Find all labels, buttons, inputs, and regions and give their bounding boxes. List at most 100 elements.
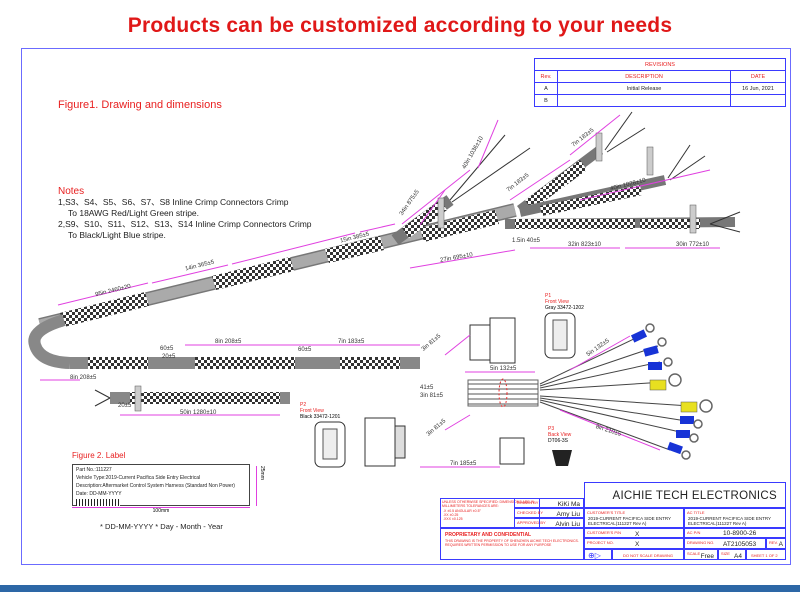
drawn-cell: DRAWN BY KiKi Ma xyxy=(514,498,584,508)
note-line: To 18AWG Red/Light Green stripe. xyxy=(68,208,200,218)
revision-row: B xyxy=(534,94,786,107)
notes-block: Notes 1,S3、S4、S5、S6、S7、S8 Inline Crimp C… xyxy=(58,186,312,241)
ring-terminal-fan xyxy=(539,323,713,460)
p1-desc: Gray 33472-1202 xyxy=(545,305,584,311)
note-line: 1,S3、S4、S5、S6、S7、S8 Inline Crimp Connect… xyxy=(58,197,289,207)
dim-label: 30in 772±10 xyxy=(676,242,709,248)
trunk-middle xyxy=(70,357,420,369)
date-format-note: * DD-MM-YYYY * Day - Month - Year xyxy=(100,522,223,531)
ac-pn-cell: AC P/N 10-8900-26 xyxy=(684,528,786,538)
figure2-title: Figure 2. Label xyxy=(72,451,126,460)
connector-p1-front xyxy=(544,312,576,359)
p3-view: Back View xyxy=(548,432,572,438)
drawing-no-cell: DRAWING NO. AT2105053 xyxy=(684,538,766,549)
proprietary-text: THIS DRAWING IS THE PROPERTY OF SHENZHEN… xyxy=(445,539,579,547)
ring-terminal-blue xyxy=(630,329,648,343)
tolerance-box: UNLESS OTHERWISE SPECIFIED: DIMENSIONS A… xyxy=(440,498,540,528)
p1-title: P1 xyxy=(545,293,552,299)
p1-label: P1 Front View Gray 33472-1202 xyxy=(545,293,584,311)
customer-title-value: 2019-CURRENT PACIFICA SIDE ENTRY ELECTRI… xyxy=(588,516,671,526)
do-not-scale-cell: DO NOT SCALE DRAWING xyxy=(612,549,684,560)
label-vehicle: Vehicle Type:2019-Current Pacifica Side … xyxy=(76,475,201,481)
note-line: To Black/Light Blue stripe. xyxy=(68,230,166,240)
tolerance-line: .XXX ±0.125 xyxy=(443,517,463,521)
do-not-scale-text: DO NOT SCALE DRAWING xyxy=(623,553,674,558)
checked-cell: CHECKED BY Amy Liu xyxy=(514,508,584,518)
customer-title-label: CUSTOMER'S TITLE xyxy=(587,510,626,515)
branch-qc1-qc2 xyxy=(504,204,741,234)
ring-terminal-blue xyxy=(648,362,662,370)
rev-label: REV. xyxy=(769,540,778,545)
figure1-title: Figure1. Drawing and dimensions xyxy=(58,99,222,111)
ring-terminal-ring xyxy=(689,433,699,443)
footer-bar xyxy=(0,585,800,592)
project-label: PROJECT NO. xyxy=(587,540,614,545)
tolerance-line: .XX ±0.25 xyxy=(443,513,459,517)
project-cell: PROJECT NO. X xyxy=(584,538,684,549)
connector-p1-side xyxy=(469,317,516,364)
ring-terminal-yellow xyxy=(680,401,698,413)
label-sample: Part No.:111227 Vehicle Type:2019-Curren… xyxy=(72,464,250,506)
dim-label: 7in 183±5 xyxy=(338,339,365,345)
scale-label: SCALE xyxy=(687,551,701,556)
sheet-value: SHEET 1 OF 2 xyxy=(751,553,778,558)
p1-view: Front View xyxy=(545,299,569,305)
tolerance-line: .X ±0.5 ANGULAR ±0.5° xyxy=(443,509,481,513)
tolerance-title: UNLESS OTHERWISE SPECIFIED: DIMENSIONS A… xyxy=(442,500,535,508)
dim-label: 60±5 xyxy=(160,346,174,352)
trunk-lower xyxy=(94,385,290,412)
page-banner: Products can be customized according to … xyxy=(127,14,673,37)
ac-pn-value: 10-8900-26 xyxy=(723,530,757,537)
p3-label: P3 Back View DT06-3S xyxy=(548,426,571,444)
revisions-table: REVISIONS Rev. DESCRIPTION DATE A Initia… xyxy=(534,58,786,107)
customer-pn-cell: CUSTOMER'S P/N X xyxy=(584,528,684,538)
label-date: Date: DD-MM-YYYY xyxy=(76,491,122,497)
projection-symbol-icon: ⊕▷ xyxy=(588,551,601,560)
ring-terminal-ring xyxy=(663,357,673,367)
ring-terminal-blue xyxy=(643,345,659,357)
customer-pn-value: X xyxy=(635,531,640,538)
ring-terminal-ring xyxy=(668,373,682,387)
dim-label: 60±5 xyxy=(298,347,312,353)
project-value: X xyxy=(635,541,640,548)
ring-terminal-ring xyxy=(657,337,667,347)
ring-terminal-ring xyxy=(681,450,691,460)
drawing-no-label: DRAWING NO. xyxy=(687,540,715,545)
p2-view: Front View xyxy=(300,408,324,414)
connector-p2-front xyxy=(314,421,346,468)
ac-title-cell: AC TITLE 2019-CURRENT PACIFICA SIDE ENTR… xyxy=(684,508,786,528)
dim-label: 8in 208±5 xyxy=(70,375,97,381)
proprietary-box: PROPRIETARY AND CONFIDENTIAL THIS DRAWIN… xyxy=(440,528,584,560)
u-bend xyxy=(28,314,71,369)
ring-terminal-yellow xyxy=(649,379,667,391)
braided-sleeve xyxy=(325,236,384,263)
approved-cell: APPROVED BY Alvin Liu xyxy=(514,518,584,528)
customer-title-cell: CUSTOMER'S TITLE 2019-CURRENT PACIFICA S… xyxy=(584,508,684,528)
dim-label: 50in 1280±10 xyxy=(180,410,217,416)
p2-title: P2 xyxy=(300,402,307,408)
rev-value: A xyxy=(778,541,783,548)
label-width: 100mm xyxy=(72,507,250,514)
dim-label: 7in 185±5 xyxy=(450,461,477,467)
drawn-label: DRAWN BY xyxy=(517,500,539,505)
connector-p3 xyxy=(499,437,572,466)
p2-label: P2 Front View Black 33472-1201 xyxy=(300,402,340,420)
rev-cell: REV. A xyxy=(766,538,786,549)
dim-label: 3in 81±5 xyxy=(420,393,443,399)
company-name: AICHIE TECH ELECTRONICS xyxy=(612,490,777,502)
dim-label: 1.5in 40±5 xyxy=(512,238,540,244)
label-description: Description:Aftermarket Control System H… xyxy=(76,483,235,489)
size-label: SIZE xyxy=(721,551,730,556)
projection-symbol-cell: ⊕▷ xyxy=(584,549,612,560)
scale-value: Free xyxy=(700,553,714,560)
note-line: 2,S9、S10、S11、S12、S13、S14 Inline Crimp Co… xyxy=(58,219,312,229)
p2-desc: Black 33472-1201 xyxy=(300,414,341,420)
notes-heading: Notes xyxy=(58,186,85,197)
p3-desc: DT06-3S xyxy=(548,438,569,444)
revision-date xyxy=(730,94,786,107)
dim-label: 41±5 xyxy=(420,385,434,391)
ring-terminal-ring xyxy=(693,419,703,429)
size-value: A4 xyxy=(734,553,742,560)
dim-label: 8in 208±5 xyxy=(215,339,242,345)
